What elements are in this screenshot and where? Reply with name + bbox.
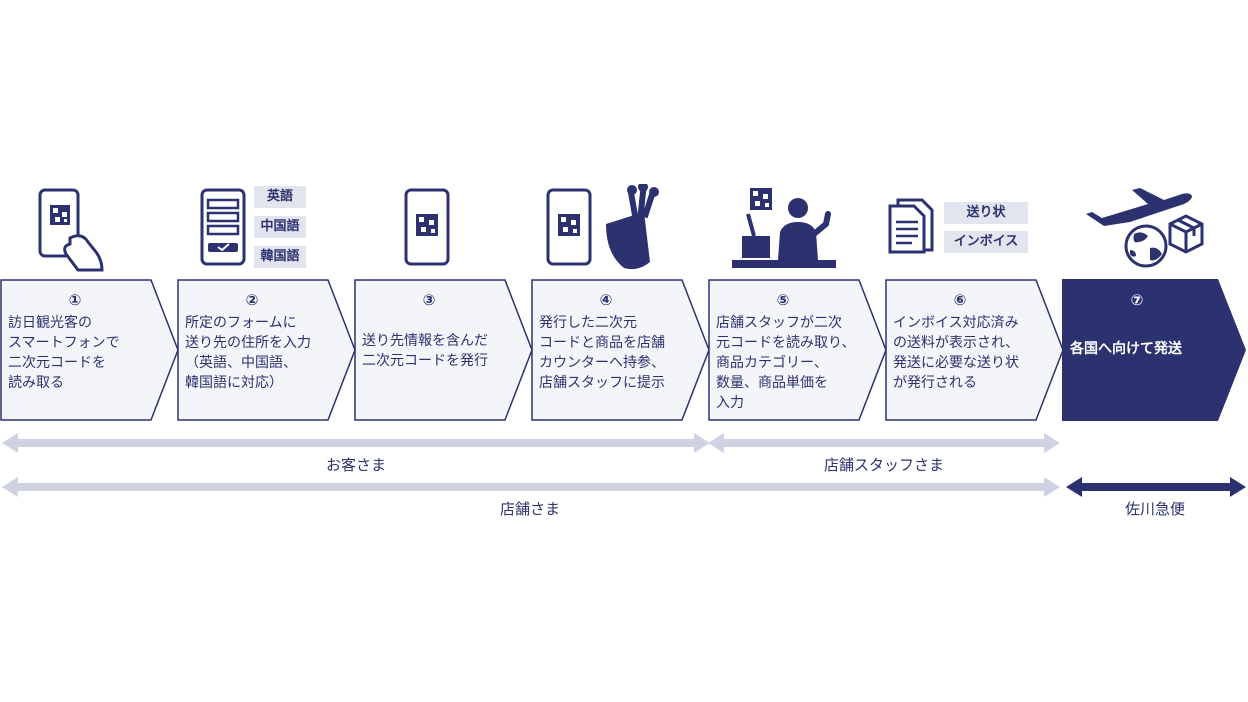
airplane-globe-box-icon [1084, 184, 1208, 272]
language-tag: 中国語 [254, 216, 306, 238]
step-6-box: ⑥ インボイス対応済みの送料が表示され、発送に必要な送り状が発行される [885, 279, 1065, 422]
document-icon [888, 196, 934, 254]
phone-qr-golfbag-icon [546, 184, 670, 272]
staff-counter-icon [732, 184, 836, 272]
step-3-box: ③ 送り先情報を含んだ二次元コードを発行 [354, 279, 534, 422]
sagawa-range-label: 佐川急便 [1124, 500, 1185, 518]
step-4-box: ④ 発行した二次元コードと商品を店舗カウンターへ持参、店舗スタッフに提示 [531, 279, 711, 422]
step-number: ⑦ [1130, 291, 1144, 309]
customer-range-arrow [0, 430, 712, 460]
staff-range-arrow [706, 430, 1062, 460]
phone-qr-icon [404, 188, 452, 266]
step-description: 送り先情報を含んだ二次元コードを発行 [362, 333, 488, 369]
step-number: ② [245, 291, 259, 309]
store-range-arrow [0, 474, 1062, 504]
staff-range-label: 店舗スタッフさま [823, 456, 944, 474]
customer-range-label: お客さま [325, 456, 386, 474]
step-description: 発行した二次元コードと商品を店舗カウンターへ持参、店舗スタッフに提示 [539, 315, 665, 391]
step-1-box: ① 訪日観光客のスマートフォンで二次元コードを読み取る [0, 279, 180, 422]
language-tag: 韓国語 [254, 246, 306, 268]
document-tag: 送り状 [944, 202, 1028, 224]
step-description: インボイス対応済みの送料が表示され、発送に必要な送り状が発行される [893, 315, 1020, 391]
step-description: 所定のフォームに送り先の住所を入力（英語、中国語、韓国語に対応） [185, 315, 311, 391]
language-tag: 英語 [254, 186, 306, 208]
store-range-label: 店舗さま [499, 500, 560, 518]
phone-form-icon [200, 188, 248, 266]
step-5-box: ⑤ 店舗スタッフが二次元コードを読み取り、商品カテゴリー、数量、商品単価を入力 [708, 279, 888, 422]
step-7-box: ⑦ 各国へ向けて発送 [1062, 279, 1248, 422]
document-tag: インボイス [944, 231, 1028, 253]
step-number: ⑥ [953, 291, 967, 309]
step-number: ③ [422, 291, 436, 309]
sagawa-range-arrow [1064, 474, 1248, 504]
step-2-box: ② 所定のフォームに送り先の住所を入力（英語、中国語、韓国語に対応） [177, 279, 357, 422]
step-description: 店舗スタッフが二次元コードを読み取り、商品カテゴリー、数量、商品単価を入力 [716, 315, 856, 411]
step-number: ④ [599, 291, 613, 309]
step-number: ① [68, 291, 82, 309]
step-description: 各国へ向けて発送 [1070, 341, 1182, 357]
phone-qr-hand-icon [36, 188, 108, 272]
step-number: ⑤ [776, 291, 790, 309]
step-description: 訪日観光客のスマートフォンで二次元コードを読み取る [8, 315, 120, 391]
